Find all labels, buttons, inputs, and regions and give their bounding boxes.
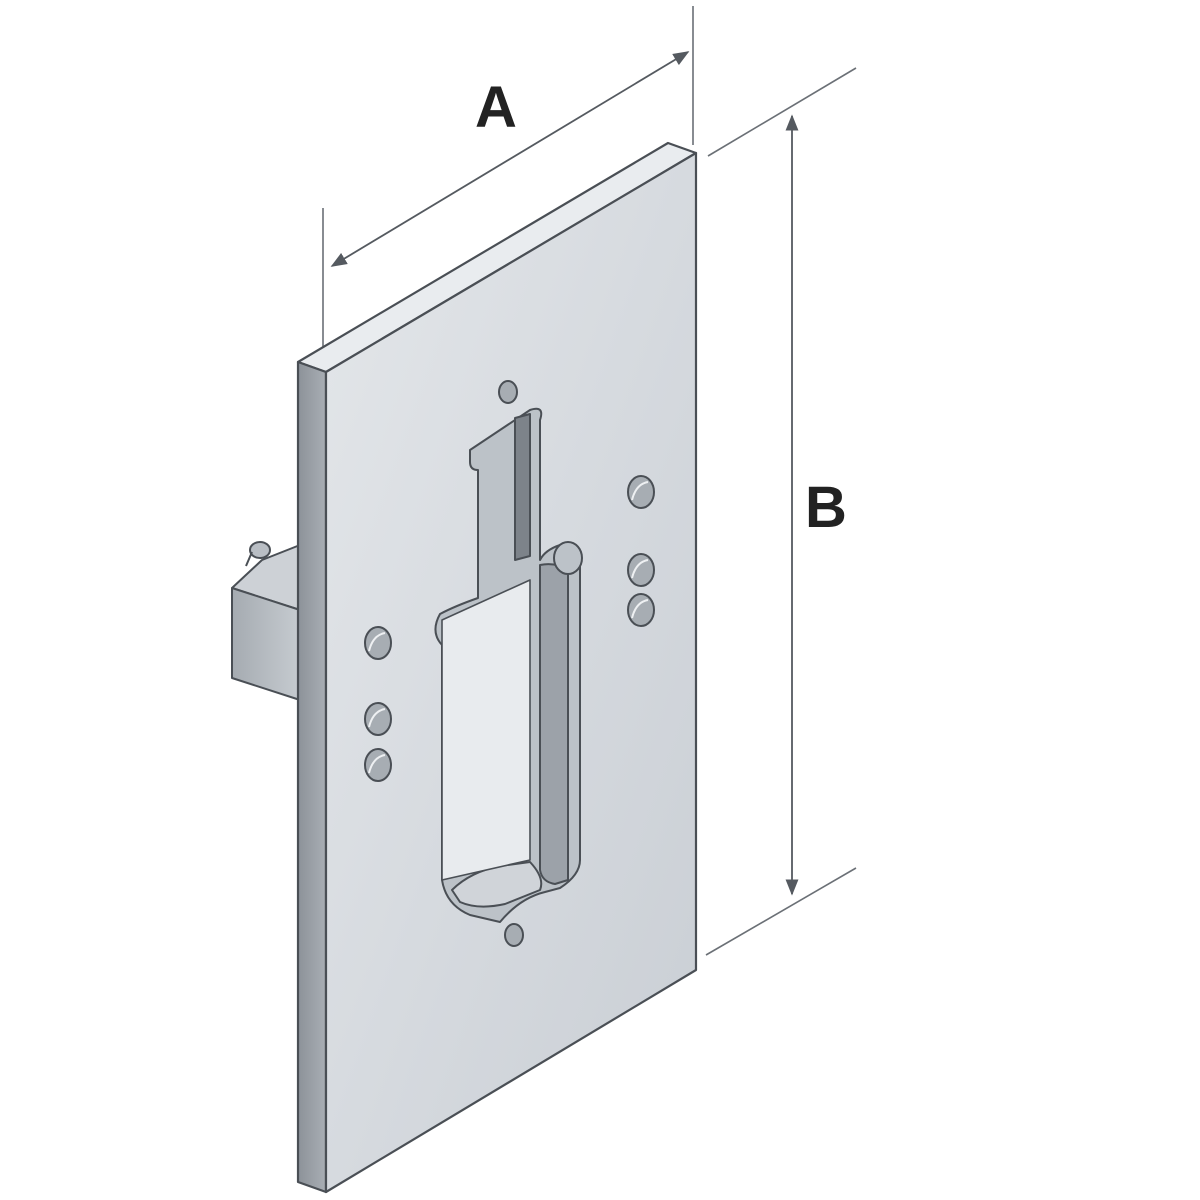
screw-hole-bottom <box>504 923 524 947</box>
extension-lines <box>322 6 857 956</box>
keyhole-slot-lip <box>451 861 543 908</box>
screw-hole-right-1 <box>627 475 655 509</box>
keyhole-slot-channel <box>539 563 569 885</box>
screw-holes <box>364 380 655 947</box>
screw-hole-right-3 <box>627 593 655 627</box>
screw-hole-left-1 <box>364 626 392 660</box>
dimension-label-a: A <box>475 75 517 140</box>
screw-hole-left-3 <box>364 748 392 782</box>
screw-hole-top <box>498 380 518 404</box>
keyhole-slot <box>434 407 583 923</box>
rear-bracket-pin-shaft <box>245 551 253 567</box>
extension-line-top <box>707 67 857 157</box>
keyhole-slot-head <box>553 541 583 575</box>
keyhole-slot-face-panel <box>441 579 531 881</box>
keyhole-slot-inner-wall <box>514 413 531 561</box>
screw-hole-right-2 <box>627 553 655 587</box>
plate-side-edge <box>296 360 328 1194</box>
extension-line-bottom <box>705 867 857 956</box>
dimension-line-a <box>330 51 690 267</box>
dimension-label-b: B <box>805 475 847 540</box>
screw-hole-left-2 <box>364 702 392 736</box>
screw-hole-highlights <box>368 481 649 774</box>
rear-bracket-pin <box>249 541 271 559</box>
rear-bracket <box>231 541 301 701</box>
